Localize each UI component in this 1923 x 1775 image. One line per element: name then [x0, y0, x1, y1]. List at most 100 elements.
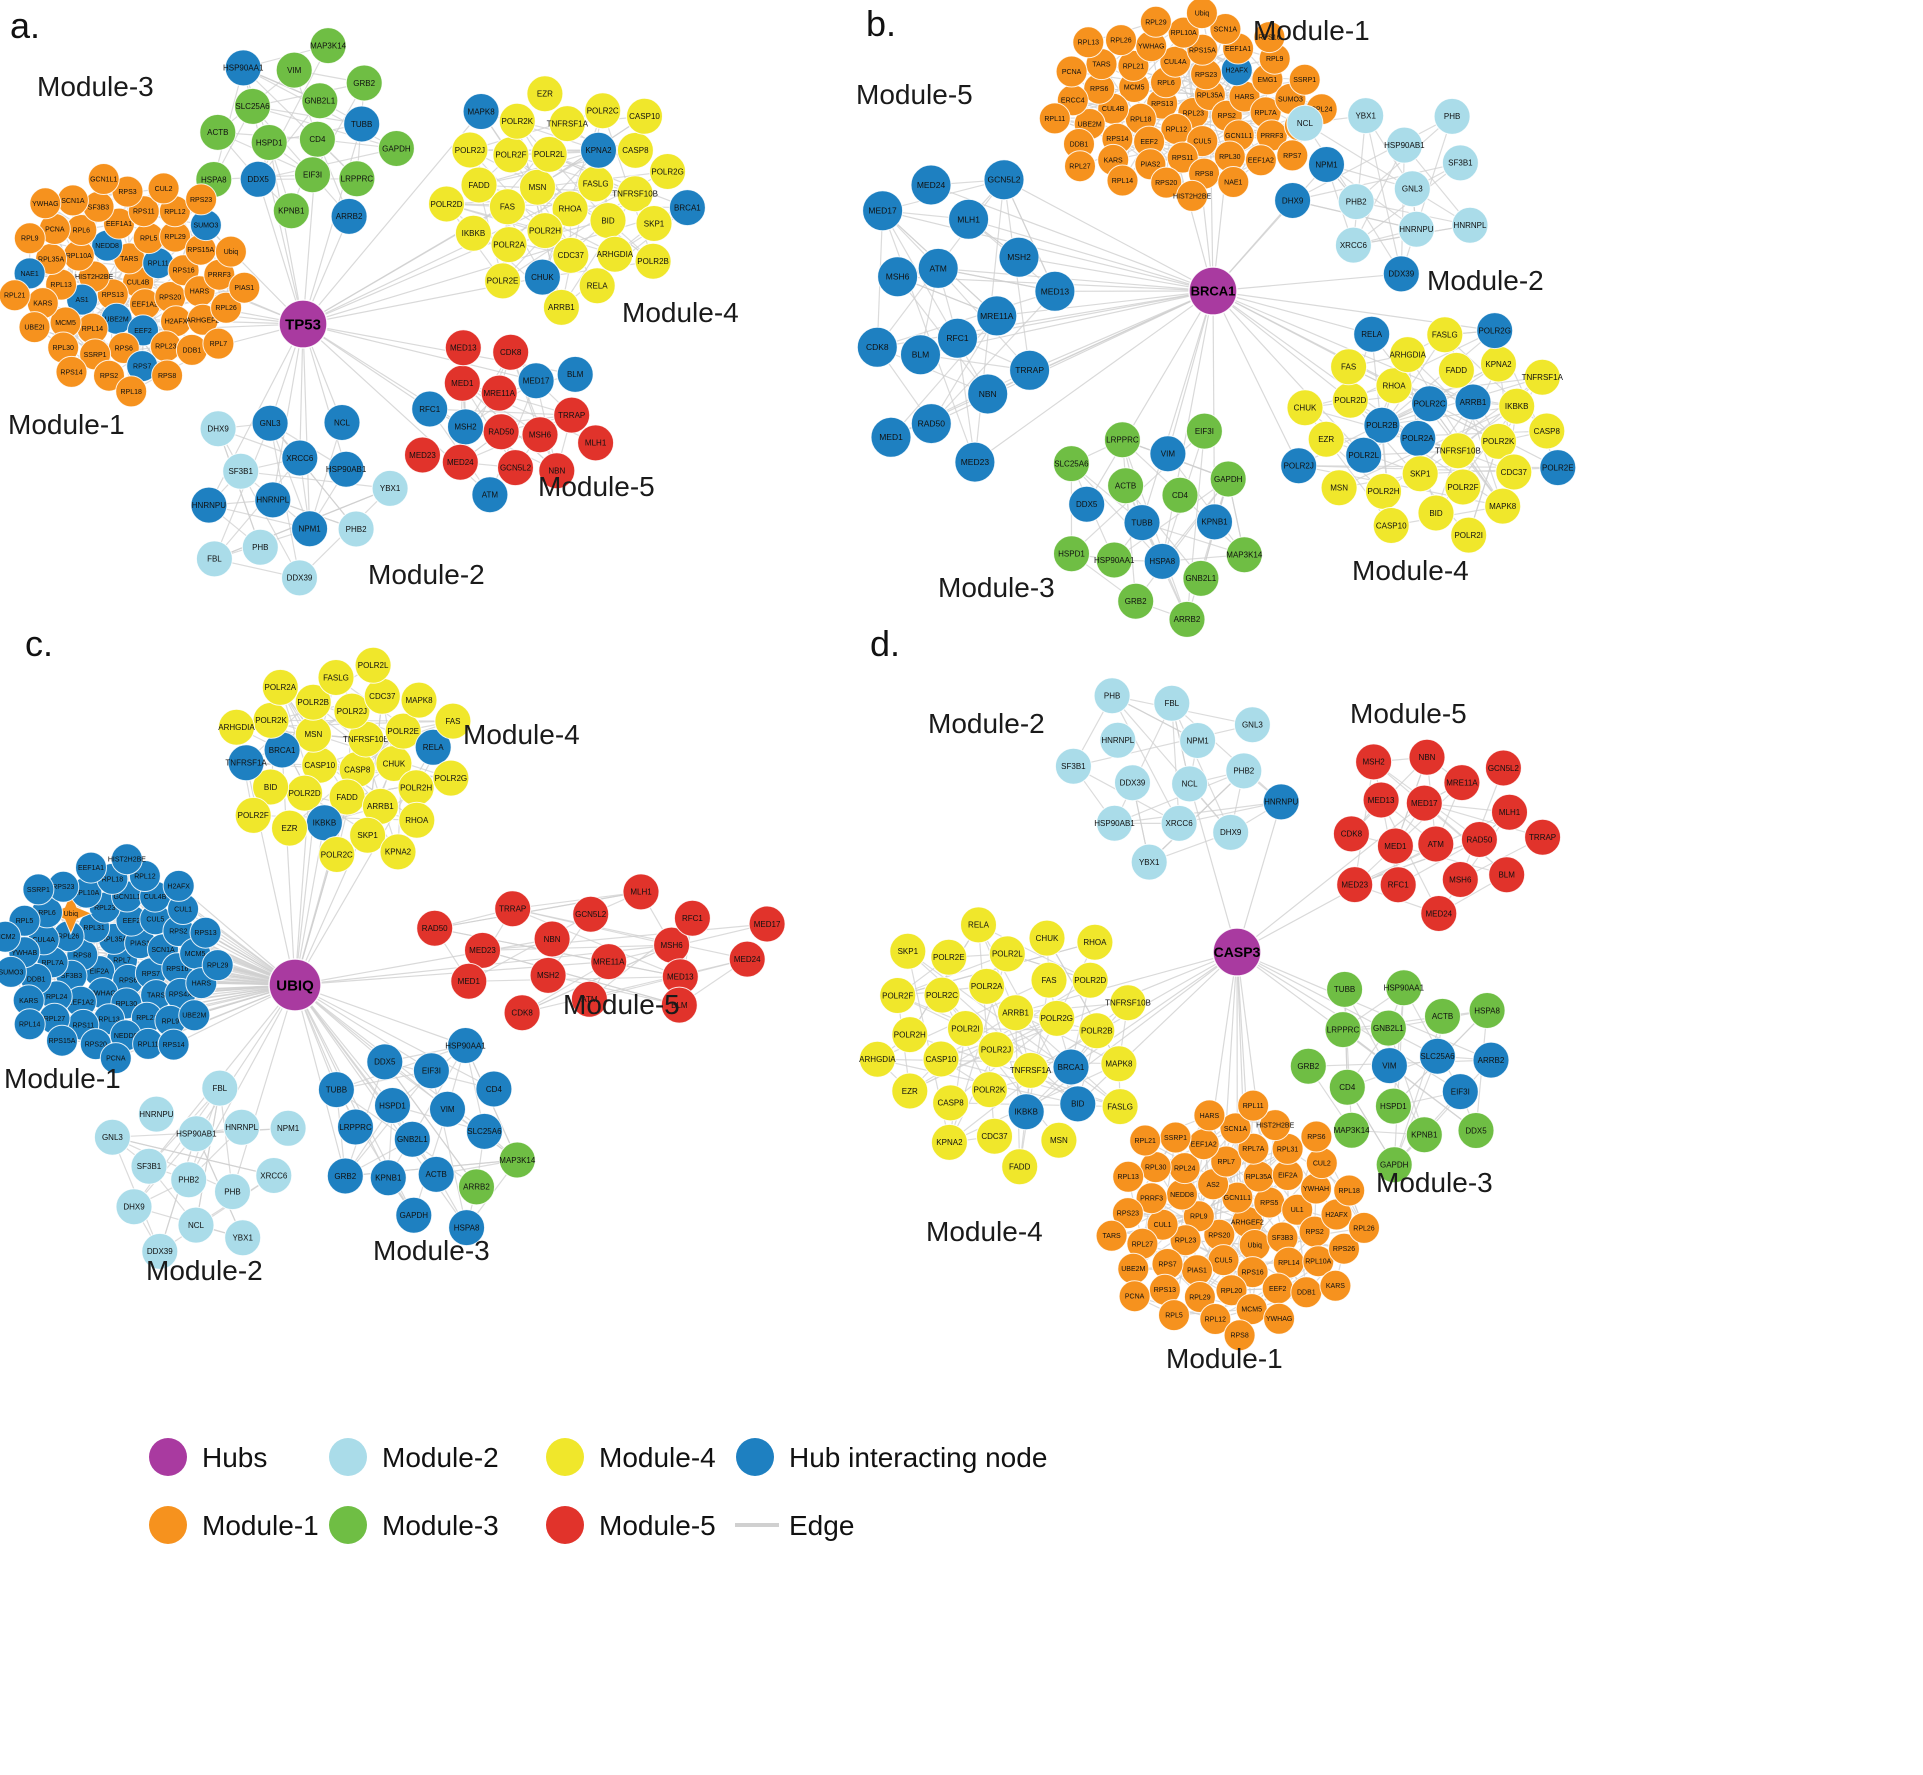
- node-DDX5: [1457, 1112, 1495, 1149]
- node-POLR2B: [634, 242, 672, 280]
- node-label: MSN: [529, 183, 547, 192]
- node-label: RPS13: [1154, 1287, 1176, 1294]
- node-label: SF3B1: [1448, 159, 1473, 168]
- edge: [133, 1087, 221, 1208]
- node-MED23: [404, 436, 441, 474]
- node-DDX5: [239, 160, 277, 198]
- node-label: CDC37: [369, 692, 396, 701]
- node-POLR2B: [294, 683, 332, 721]
- node-label: MSH2: [1362, 758, 1385, 767]
- node-label: UL1: [1291, 1207, 1304, 1214]
- edge: [1113, 478, 1229, 561]
- hub-edge: [302, 323, 311, 529]
- node-PHB2: [170, 1161, 208, 1199]
- node-UBE2M: [178, 999, 211, 1032]
- node-label: POLR2L: [358, 661, 389, 670]
- node-label: SLC25A6: [235, 102, 270, 111]
- node-HSPA8: [1468, 992, 1506, 1029]
- module-label-c-module-4: Module-4: [463, 719, 580, 750]
- node-NBN: [967, 373, 1009, 415]
- node-label: MED1: [458, 977, 481, 986]
- node-label: RPL10A: [1305, 1259, 1331, 1266]
- node-label: NPM1: [277, 1124, 300, 1133]
- node-label: KPNA2: [585, 146, 612, 155]
- node-MAPK8: [400, 681, 438, 719]
- legend-label-edge: Edge: [789, 1510, 854, 1541]
- node-label: POLR2D: [1334, 396, 1366, 405]
- node-HSP90AA1: [1385, 969, 1423, 1007]
- node-label: GCN1L1: [90, 177, 117, 184]
- edge: [877, 290, 1056, 348]
- node-label: RPL12: [1205, 1317, 1227, 1324]
- node-label: HSP90AA1: [445, 1041, 486, 1050]
- node-label: KPNA2: [936, 1138, 963, 1147]
- node-label: RPL5: [16, 918, 34, 925]
- node-ARHGDIA: [1389, 336, 1427, 374]
- hub-edge: [877, 290, 1214, 348]
- hub-edge: [974, 290, 1214, 463]
- node-label: RPL18: [1338, 1188, 1360, 1195]
- node-label: UBE2I: [24, 325, 44, 332]
- edge: [512, 908, 681, 978]
- node-label: HSPD1: [1058, 550, 1085, 559]
- node-label: KARS: [33, 301, 52, 308]
- node-SKP1: [349, 816, 387, 854]
- node-DDX39: [1114, 764, 1151, 802]
- node-UL1: [1281, 1193, 1314, 1226]
- node-YBX1: [1130, 843, 1168, 881]
- node-POLR2D: [1071, 961, 1109, 999]
- node-label: UBE2M: [105, 316, 129, 323]
- node-label: TRRAP: [1015, 365, 1044, 375]
- node-label: NEDD8: [95, 243, 119, 250]
- node-VIM: [1149, 435, 1187, 473]
- node-MRE11A: [1443, 764, 1481, 802]
- node-MED13: [1034, 270, 1076, 312]
- node-label: POLR2A: [1402, 434, 1434, 443]
- node-label: PHB2: [178, 1176, 199, 1185]
- node-label: DDX39: [1120, 779, 1146, 788]
- node-RPS8: [1223, 1319, 1256, 1352]
- node-CDC37: [1495, 453, 1533, 491]
- node-label: NEDD8: [114, 1033, 138, 1040]
- node-label: RAD50: [918, 419, 946, 429]
- node-PCNA: [1118, 1280, 1151, 1313]
- module-label-b-module-3: Module-3: [938, 572, 1055, 603]
- node-label: IKBKB: [462, 229, 486, 238]
- node-label: CDK8: [866, 342, 889, 352]
- node-RPL27: [1064, 150, 1096, 183]
- node-POLR2C: [923, 976, 961, 1014]
- node-label: GNB2L1: [304, 97, 335, 106]
- node-label: FASLG: [583, 180, 609, 189]
- node-label: KARS: [1326, 1283, 1345, 1290]
- node-label: MED17: [754, 920, 781, 929]
- node-GCN5L2: [572, 895, 610, 933]
- node-TNFRSF1A: [227, 744, 265, 782]
- node-ARHGDIA: [218, 708, 255, 746]
- node-KPNB1: [272, 192, 310, 230]
- node-label: SLC25A6: [467, 1127, 502, 1136]
- node-label: GNB2L1: [1373, 1024, 1404, 1033]
- node-ATM: [570, 980, 608, 1018]
- node-label: CUL1: [174, 906, 192, 913]
- node-HSP90AA1: [447, 1027, 484, 1064]
- node-label: PIAS1: [130, 941, 150, 948]
- module-label-b-module-4: Module-4: [1352, 555, 1469, 586]
- hub-edge: [1189, 783, 1238, 953]
- node-POLR2G: [1476, 312, 1514, 350]
- node-label: XRCC6: [260, 1171, 288, 1180]
- node-label: YWHAG: [32, 201, 58, 208]
- node-PHB: [241, 528, 279, 566]
- node-CDC37: [976, 1117, 1013, 1155]
- node-label: GRB2: [353, 79, 375, 88]
- node-label: RPS8: [73, 953, 91, 960]
- node-KPNB1: [1196, 503, 1233, 541]
- node-KPNB1: [1405, 1116, 1443, 1154]
- node-KARS: [1319, 1269, 1352, 1302]
- node-label: BLM: [567, 370, 584, 379]
- node-label: MSN: [1330, 484, 1348, 493]
- edge: [1407, 354, 1504, 507]
- node-label: EEF1A2: [1248, 158, 1274, 165]
- node-MLH1: [577, 424, 615, 462]
- node-GRB2: [1289, 1047, 1327, 1085]
- text-layer: b.Module-1Module-5Module-2Module-4Module…: [856, 3, 1544, 603]
